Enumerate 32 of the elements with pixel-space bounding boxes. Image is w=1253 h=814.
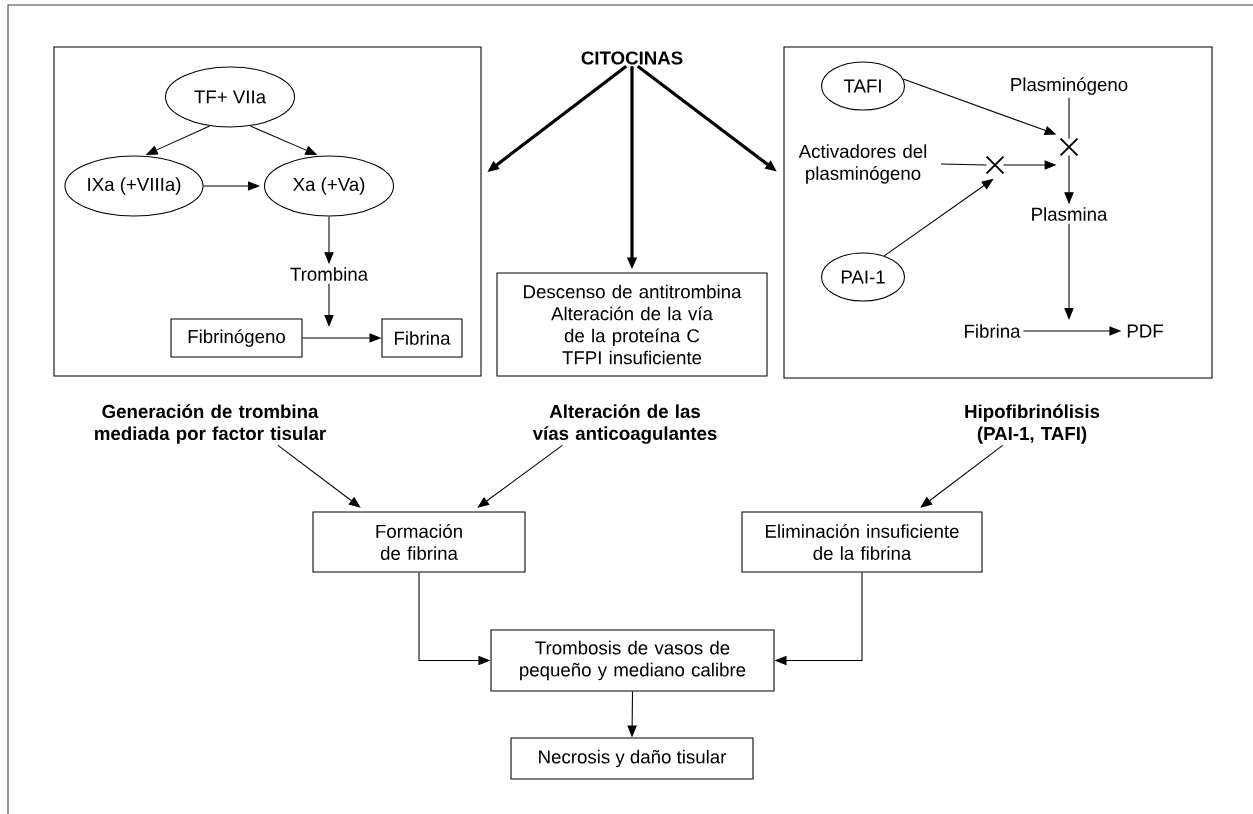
text-label: PDF [1127, 324, 1163, 338]
text-label: Plasmina [1032, 207, 1108, 221]
text-label: Trombina [290, 267, 369, 281]
arrow [920, 444, 1004, 508]
arrow [203, 181, 260, 191]
process-box: Descenso de antitrombina Alteración de la vía de la proteína C TFPI insuficiente [496, 272, 768, 377]
process-box: Formación de fibrina [312, 511, 526, 573]
arrow [1064, 223, 1074, 320]
process-box: Necrosis y daño tisular [510, 737, 754, 780]
heading-text: Generación de trombina mediada por factor tisular [95, 404, 326, 444]
process-box: Trombosis de vasos de pequeño y mediano calibre [490, 629, 775, 692]
inhibition-mark [1059, 137, 1079, 157]
text-label: Plasminógeno [1011, 77, 1128, 95]
group-box [53, 46, 482, 377]
arrow [477, 444, 563, 508]
factor-oval: TAFI [820, 61, 906, 111]
text-label: Fibrina [965, 324, 1021, 338]
group-box [783, 46, 1213, 379]
arrow [324, 283, 334, 327]
heading-text: Hipofibrinólisis (PAI-1, TAFI) [965, 404, 1100, 444]
factor-oval: PAI-1 [820, 252, 906, 302]
heading-text: Alteración de las vías anticoagulantes [532, 404, 717, 444]
process-box: Eliminación insuficiente de la fibrina [741, 511, 983, 573]
factor-oval: IXa (+VIIIa) [64, 155, 204, 217]
process-box: Fibrinógeno [170, 318, 303, 358]
text-label: Activadores del plasminógeno [798, 144, 927, 184]
process-box: Fibrina [381, 318, 463, 358]
factor-oval: Xa (+Va) [263, 155, 395, 217]
arrow [277, 444, 361, 508]
heading-text: CITOCINAS [581, 51, 683, 65]
inhibition-mark [985, 155, 1005, 175]
factor-oval: TF+ VIIa [164, 66, 296, 128]
